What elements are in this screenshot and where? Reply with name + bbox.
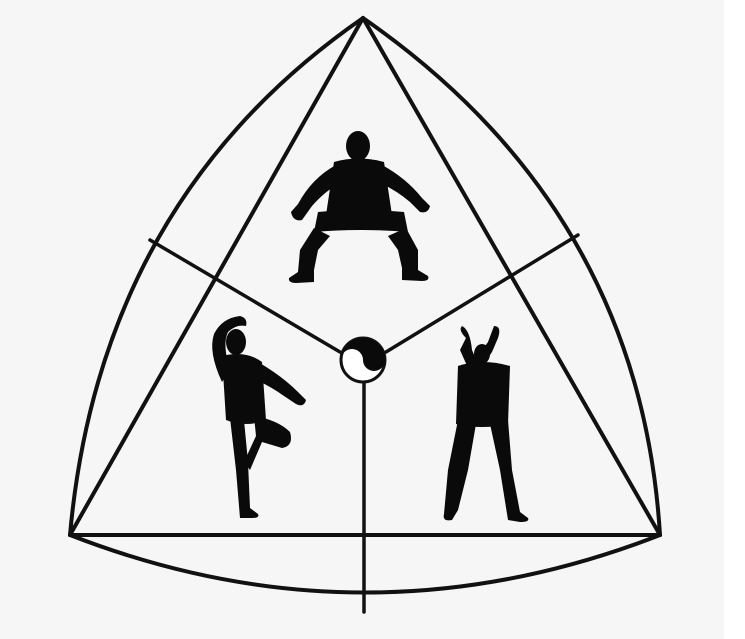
right-margin [724,0,745,639]
yin-yang-icon [341,338,385,382]
